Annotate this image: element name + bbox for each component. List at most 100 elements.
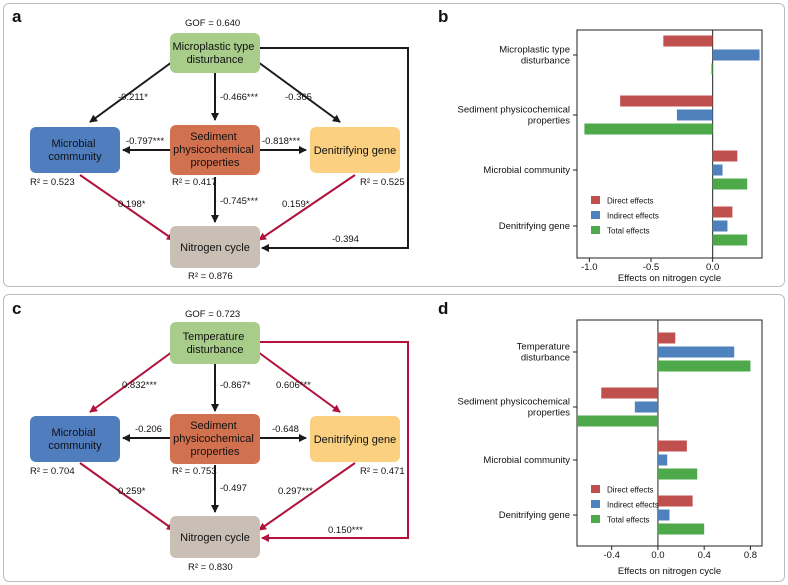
gof-c: GOF = 0.723 (185, 309, 240, 320)
coef-a-top-sediment: -0.466*** (220, 92, 258, 103)
arrow-c-microbial-nitrogen (79, 462, 175, 531)
node-a-microbial-line2: community (48, 151, 102, 163)
r2-c-nitrogen: R² = 0.830 (188, 562, 233, 573)
chart-b-bar-direct-effects (712, 206, 733, 218)
panel-c-frame (3, 294, 785, 582)
chart-d-bar-total-effects (657, 468, 698, 480)
chart-b-xlabel: Effects on nitrogen cycle (618, 273, 721, 284)
chart-d-legend-label: Total effects (607, 516, 650, 525)
chart-b-bar-indirect-effects (712, 49, 760, 61)
chart-b-legend-label: Total effects (607, 227, 650, 236)
chart-d-xtick-label: 0.0 (651, 550, 664, 561)
chart-b-category-label: Sediment physicochemical (458, 105, 570, 116)
arrow-a-top-microbial (89, 61, 173, 123)
coef-c-top-sediment: -0.867* (220, 380, 251, 391)
chart-d-category-label: Denitrifying gene (499, 510, 570, 521)
node-c-sediment-line3: properties (191, 446, 240, 458)
coef-a-microbial-nitrogen: 0.198* (118, 199, 146, 210)
node-a-top-line1: Microplastic type (173, 41, 255, 53)
node-c-nitrogen-label: Nitrogen cycle (180, 532, 250, 544)
node-c-gene-label: Denitrifying gene (314, 434, 397, 446)
node-c-microbial-line2: community (48, 440, 102, 452)
coef-a-top-microbial: -0.211* (118, 92, 148, 103)
coef-c-top-microbial: 0.832*** (122, 380, 157, 391)
chart-d-legend-label: Direct effects (607, 486, 654, 495)
chart-b-xtick-label: 0.0 (706, 262, 719, 273)
r2-a-gene: R² = 0.525 (360, 177, 405, 188)
svg-text:Microbial community: Microbial community (48, 427, 102, 452)
arrow-c-gene-nitrogen (258, 462, 356, 531)
node-a-microbial (30, 127, 120, 173)
chart-d-bar-total-effects (657, 360, 751, 372)
r2-c-gene: R² = 0.471 (360, 466, 405, 477)
chart-b-bar-direct-effects (712, 150, 738, 162)
chart-d-xtick-label: 0.8 (744, 550, 757, 561)
node-a-sediment-line1: Sediment (190, 131, 236, 143)
chart-d-bar-total-effects (577, 415, 658, 427)
chart-d-bar-direct-effects (657, 332, 676, 344)
chart-d-axes (576, 319, 763, 547)
diagram-a: GOF = 0.640 Microplastic type disturbanc… (30, 18, 409, 282)
panel-d-letter: d (438, 299, 449, 318)
svg-text:Microplastic type distur: Microplastic type disturbance (173, 41, 258, 66)
chart-d-category-label: Temperature (517, 342, 570, 353)
node-a-gene (310, 127, 400, 173)
chart-b-bar-total-effects (712, 234, 748, 246)
arrow-c-top-gene (257, 351, 341, 413)
panel-c-letter: c (12, 299, 22, 318)
chart-b-xtick-label: -1.0 (581, 262, 597, 273)
chart-b-category-label: Microplastic type (499, 45, 570, 56)
node-c-sediment (170, 414, 260, 464)
coef-a-sediment-microbial: -0.797*** (126, 136, 164, 147)
r2-c-microbial: R² = 0.704 (30, 466, 75, 477)
chart-b-category-label: disturbance (521, 56, 570, 67)
chart-b-legend-swatch (591, 196, 600, 204)
arrow-c-top-microbial (89, 351, 173, 413)
r2-a-nitrogen: R² = 0.876 (188, 271, 233, 282)
chart-d-bar-direct-effects (657, 440, 687, 452)
svg-text:Sediment physicochemical: Sediment physicochemical properties (173, 131, 257, 169)
diagram-c: GOF = 0.723 Temperature disturbance Micr… (30, 309, 409, 573)
node-a-microbial-line1: Microbial (51, 138, 95, 150)
chart-d-xtick-label: 0.4 (698, 550, 711, 561)
chart-d-bar-total-effects (657, 523, 705, 535)
arrow-a-top-gene (257, 61, 341, 123)
chart-b-bar-indirect-effects (712, 164, 723, 176)
arrow-c-top-nitrogen (260, 341, 409, 542)
chart-d-legend-swatch (591, 500, 600, 508)
chart-b-category-label: Denitrifying gene (499, 221, 570, 232)
chart-b-bar-indirect-effects (712, 220, 728, 232)
coef-c-sediment-nitrogen: -0.497 (220, 483, 247, 494)
gof-a: GOF = 0.640 (185, 18, 240, 29)
coef-c-sediment-gene: -0.648 (272, 424, 299, 435)
panel-a-letter: a (12, 7, 22, 26)
chart-b-bar-direct-effects (663, 35, 713, 47)
chart-b-bar-indirect-effects (676, 109, 713, 121)
chart-d-bar-indirect-effects (657, 509, 670, 521)
node-a-sediment (170, 125, 260, 175)
node-c-nitrogen (170, 516, 260, 558)
node-c-top (170, 322, 260, 364)
panel-a-frame (3, 3, 785, 287)
chart-b-xtick-label: -0.5 (643, 262, 659, 273)
chart-d-legend-swatch (591, 515, 600, 523)
chart-d-legend-swatch (591, 485, 600, 493)
chart-b-legend-label: Direct effects (607, 197, 654, 206)
coef-c-sediment-microbial: -0.206 (135, 424, 162, 435)
chart-d-bar-indirect-effects (657, 346, 735, 358)
node-c-top-line1: Temperature (183, 331, 245, 343)
chart-b-bar-direct-effects (620, 95, 713, 107)
svg-text:Sediment physicochemical: Sediment physicochemical properties (173, 420, 257, 458)
chart-b-legend-swatch (591, 226, 600, 234)
node-c-sediment-line2: physicochemical (173, 433, 254, 445)
svg-text:Microbial community: Microbial community (48, 138, 102, 163)
chart-b-bar-total-effects (584, 123, 713, 135)
chart-b-legend-label: Indirect effects (607, 212, 659, 221)
node-a-nitrogen-label: Nitrogen cycle (180, 242, 250, 254)
r2-c-sediment: R² = 0.753 (172, 466, 217, 477)
chart-d-bar-direct-effects (657, 495, 693, 507)
node-a-sediment-line3: properties (191, 157, 240, 169)
node-c-microbial-line1: Microbial (51, 427, 95, 439)
chart-b-axes (576, 29, 763, 259)
